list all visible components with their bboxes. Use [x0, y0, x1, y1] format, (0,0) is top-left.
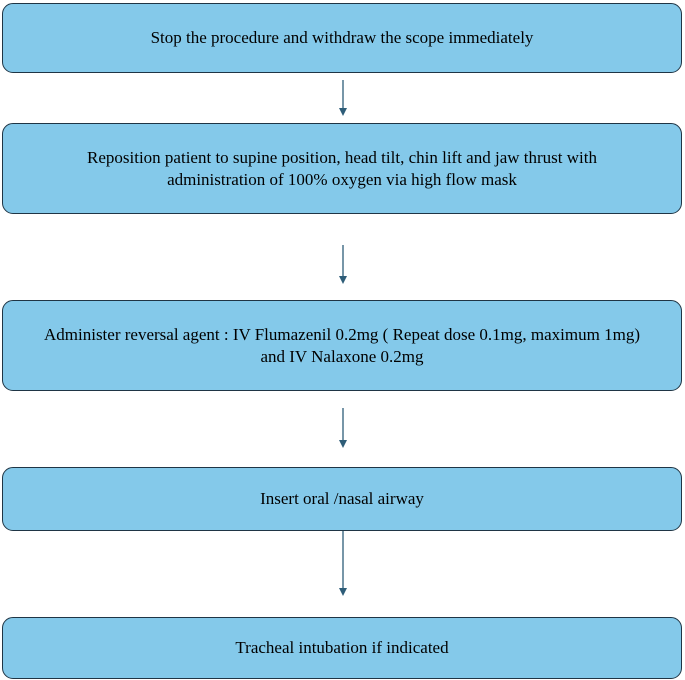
flow-step-text: Administer reversal agent : IV Flumazeni…: [44, 324, 640, 366]
flow-step-text: Reposition patient to supine position, h…: [87, 147, 597, 189]
flow-step-text: Insert oral /nasal airway: [260, 489, 424, 508]
flow-step-text: Tracheal intubation if indicated: [235, 638, 449, 657]
flow-step-stop-procedure: Stop the procedure and withdraw the scop…: [2, 3, 682, 73]
flow-step-tracheal-intubation: Tracheal intubation if indicated: [2, 617, 682, 679]
flow-step-reposition-patient: Reposition patient to supine position, h…: [2, 123, 682, 214]
flow-step-text: Stop the procedure and withdraw the scop…: [150, 28, 534, 47]
flow-step-insert-airway: Insert oral /nasal airway: [2, 467, 682, 531]
flow-step-reversal-agent: Administer reversal agent : IV Flumazeni…: [2, 300, 682, 391]
